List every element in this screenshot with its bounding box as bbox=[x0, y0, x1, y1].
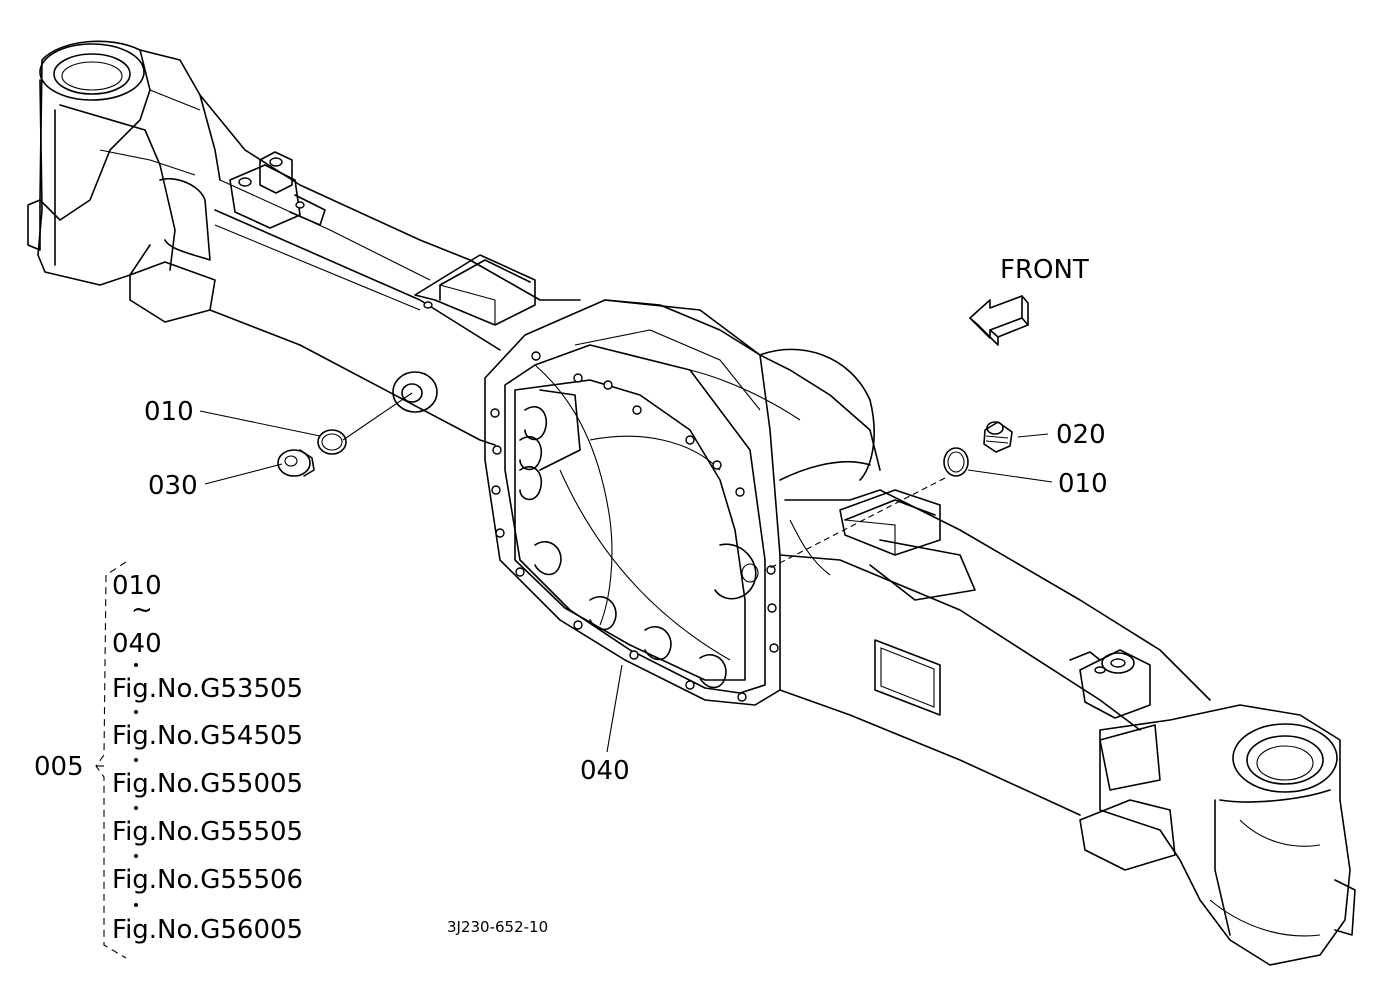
fig-number-1[interactable]: Fig.No.G53505 bbox=[112, 674, 303, 704]
callout-020[interactable]: 020 bbox=[1056, 420, 1106, 450]
list-dot bbox=[134, 663, 138, 667]
part-020-plug bbox=[983, 421, 1013, 453]
center-differential-housing bbox=[484, 299, 881, 706]
list-dot bbox=[134, 903, 138, 907]
group-number[interactable]: 005 bbox=[34, 752, 84, 782]
fig-number-3[interactable]: Fig.No.G55005 bbox=[112, 769, 303, 799]
fig-number-6[interactable]: Fig.No.G56005 bbox=[112, 915, 303, 945]
list-dot bbox=[134, 854, 138, 858]
range-start: 010 bbox=[112, 571, 162, 601]
callout-010-right[interactable]: 010 bbox=[1058, 469, 1108, 499]
leader-lines bbox=[96, 392, 1053, 767]
fig-number-2[interactable]: Fig.No.G54505 bbox=[112, 721, 303, 751]
range-tilde: ~ bbox=[131, 595, 153, 625]
front-arrow-icon bbox=[969, 295, 1029, 346]
callout-040[interactable]: 040 bbox=[580, 756, 630, 786]
range-end: 040 bbox=[112, 629, 162, 659]
assembly-group-bracket: 005 010 ~ 040 Fig.No.G53505 Fig.No.G5450… bbox=[34, 561, 303, 959]
fig-number-list: Fig.No.G53505 Fig.No.G54505 Fig.No.G5500… bbox=[112, 663, 303, 945]
left-axle-tube bbox=[199, 94, 581, 446]
right-axle-tube bbox=[779, 489, 1211, 816]
list-dot bbox=[134, 806, 138, 810]
flange-bolt-holes bbox=[490, 351, 779, 702]
fig-number-5[interactable]: Fig.No.G55506 bbox=[112, 865, 303, 895]
callout-010-left[interactable]: 010 bbox=[144, 397, 194, 427]
drawing-reference: 3J230-652-10 bbox=[447, 918, 548, 936]
left-axle-end bbox=[27, 40, 221, 323]
front-label: FRONT bbox=[1000, 255, 1089, 285]
part-010-oring-left bbox=[317, 429, 347, 455]
part-010-oring-right bbox=[943, 447, 969, 477]
part-030-plug bbox=[277, 449, 315, 477]
callout-030[interactable]: 030 bbox=[148, 471, 198, 501]
fig-number-4[interactable]: Fig.No.G55505 bbox=[112, 817, 303, 847]
list-dot bbox=[134, 710, 138, 714]
right-axle-end bbox=[1079, 704, 1356, 966]
list-dot bbox=[134, 758, 138, 762]
